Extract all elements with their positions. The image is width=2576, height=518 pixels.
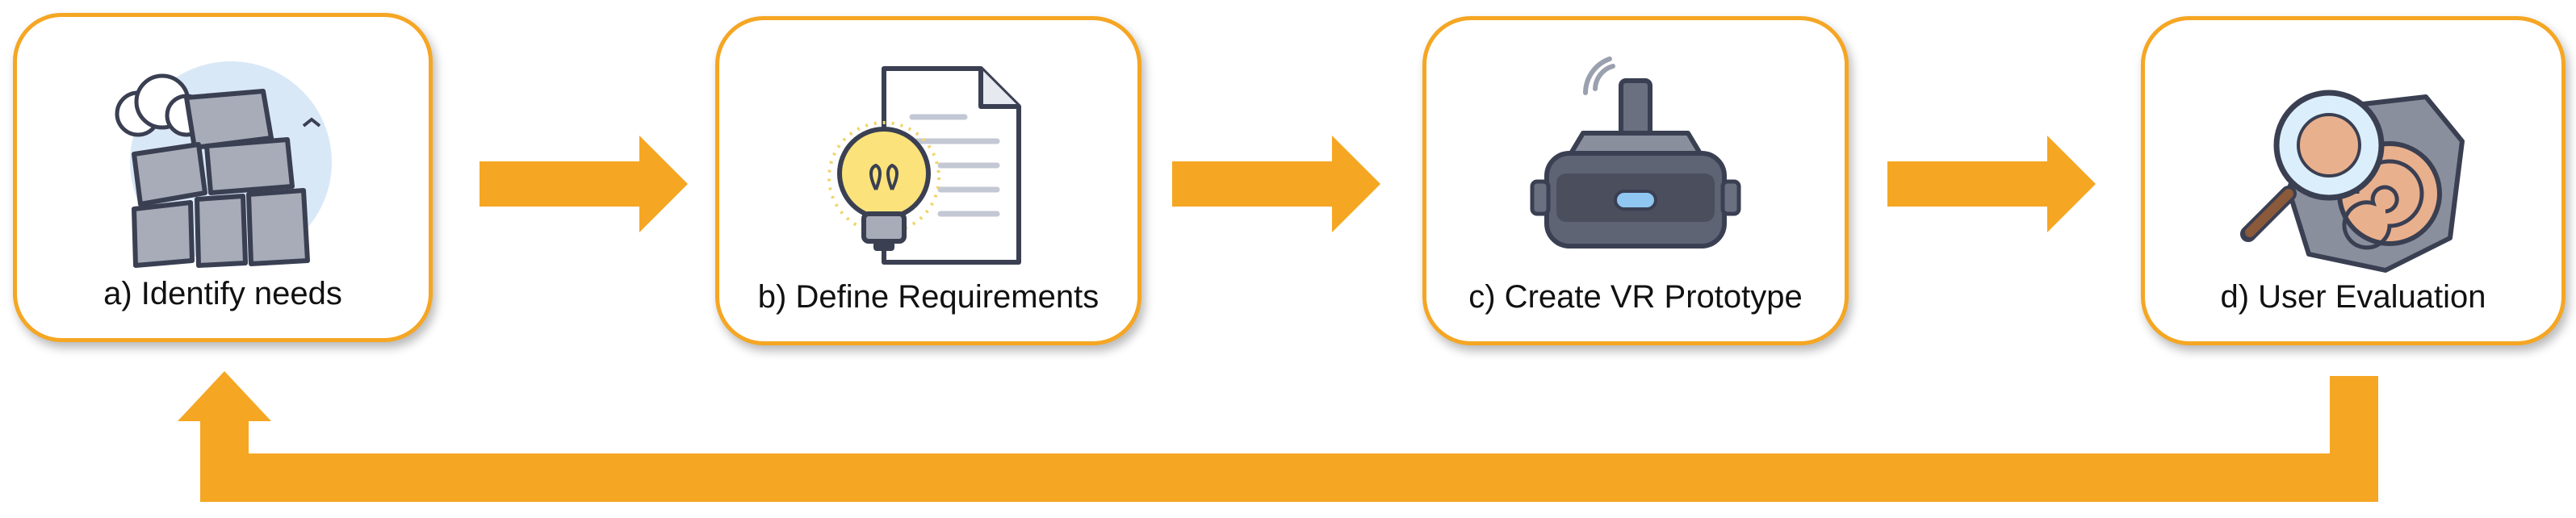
- step-label: d) User Evaluation: [2220, 279, 2486, 315]
- vr-headset-icon: [1530, 56, 1741, 249]
- lightbulb-document-icon: [827, 66, 1021, 265]
- step-label: c) Create VR Prototype: [1468, 279, 1803, 315]
- step-label: b) Define Requirements: [757, 279, 1100, 315]
- stone-ruins-icon: [115, 61, 332, 268]
- step-define-requirements: b) Define Requirements: [715, 16, 1141, 345]
- step-create-vr-prototype: c) Create VR Prototype: [1422, 16, 1849, 345]
- fossil-magnifier-icon: [2240, 90, 2465, 273]
- step-label: a) Identify needs: [103, 276, 342, 311]
- step-identify-needs: a) Identify needs: [13, 13, 433, 342]
- step-user-evaluation: d) User Evaluation: [2141, 16, 2566, 345]
